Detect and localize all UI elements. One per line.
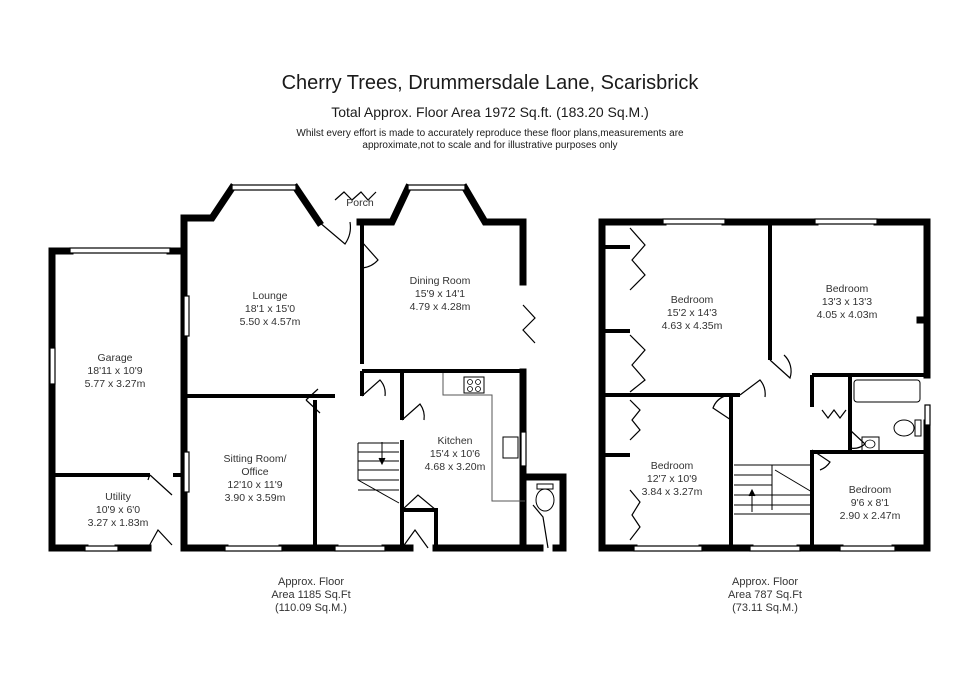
room-bedroom-4: Bedroom 9'6 x 8'1 2.90 x 2.47m bbox=[840, 484, 901, 523]
room-size-metric: 3.90 x 3.59m bbox=[224, 492, 286, 504]
area-line-1: Approx. Floor bbox=[731, 576, 799, 588]
room-size-imperial: 18'11 x 10'9 bbox=[87, 365, 143, 377]
first-floor-plan bbox=[598, 218, 931, 552]
room-name: Lounge bbox=[252, 290, 288, 302]
plan-title: Cherry Trees, Drummersdale Lane, Scarisb… bbox=[281, 72, 699, 94]
disclaimer-line-1: Whilst every effort is made to accuratel… bbox=[296, 128, 684, 139]
room-size-imperial: 12'7 x 10'9 bbox=[646, 473, 698, 485]
room-name: Bedroom bbox=[650, 460, 694, 472]
room-bedroom-2: Bedroom 13'3 x 13'3 4.05 x 4.03m bbox=[817, 283, 878, 322]
room-size-imperial: 15'2 x 14'3 bbox=[666, 307, 718, 319]
room-name: Utility bbox=[105, 491, 131, 503]
ground-floor-area: Approx. Floor Area 1185 Sq.Ft (110.09 Sq… bbox=[271, 576, 350, 615]
room-bedroom-3: Bedroom 12'7 x 10'9 3.84 x 3.27m bbox=[642, 460, 703, 499]
room-size-imperial: 15'4 x 10'6 bbox=[429, 448, 481, 460]
room-size-metric: 4.79 x 4.28m bbox=[409, 301, 471, 313]
room-size-metric: 5.50 x 4.57m bbox=[239, 316, 301, 328]
room-name-line-2: Office bbox=[241, 466, 269, 478]
room-size-imperial: 18'1 x 15'0 bbox=[244, 303, 296, 315]
room-name: Bedroom bbox=[670, 294, 714, 306]
room-kitchen: Kitchen 15'4 x 10'6 4.68 x 3.20m bbox=[425, 435, 486, 474]
total-floor-area: Total Approx. Floor Area 1972 Sq.ft. (18… bbox=[331, 104, 649, 120]
room-name: Bedroom bbox=[848, 484, 892, 496]
disclaimer-line-2: approximate,not to scale and for illustr… bbox=[362, 140, 618, 151]
room-porch: Porch bbox=[346, 197, 373, 210]
room-name: Kitchen bbox=[437, 435, 473, 447]
area-line-3: (73.11 Sq.M.) bbox=[732, 602, 798, 614]
room-name: Porch bbox=[346, 197, 374, 209]
area-line-2: Area 1185 Sq.Ft bbox=[271, 589, 351, 601]
room-size-metric: 4.68 x 3.20m bbox=[424, 461, 486, 473]
first-floor-area: Approx. Floor Area 787 Sq.Ft (73.11 Sq.M… bbox=[728, 576, 802, 615]
room-dining-room: Dining Room 15'9 x 14'1 4.79 x 4.28m bbox=[410, 275, 471, 314]
room-size-metric: 2.90 x 2.47m bbox=[839, 510, 901, 522]
room-name: Sitting Room/ bbox=[223, 453, 287, 465]
ground-floor-plan bbox=[48, 183, 567, 552]
room-size-imperial: 13'3 x 13'3 bbox=[821, 296, 873, 308]
room-size-metric: 3.27 x 1.83m bbox=[87, 517, 149, 529]
area-line-2: Area 787 Sq.Ft bbox=[728, 589, 802, 601]
area-line-3: (110.09 Sq.M.) bbox=[275, 602, 347, 614]
room-utility: Utility 10'9 x 6'0 3.27 x 1.83m bbox=[88, 491, 149, 530]
room-size-metric: 3.84 x 3.27m bbox=[641, 486, 703, 498]
area-line-1: Approx. Floor bbox=[277, 576, 345, 588]
room-size-imperial: 10'9 x 6'0 bbox=[95, 504, 141, 516]
room-size-metric: 4.05 x 4.03m bbox=[816, 309, 878, 321]
disclaimer: Whilst every effort is made to accuratel… bbox=[0, 128, 980, 152]
room-name: Garage bbox=[97, 352, 133, 364]
room-sitting-room-office: Sitting Room/ Office 12'10 x 11'9 3.90 x… bbox=[223, 453, 286, 505]
room-size-metric: 5.77 x 3.27m bbox=[84, 378, 146, 390]
room-bedroom-1: Bedroom 15'2 x 14'3 4.63 x 4.35m bbox=[662, 294, 723, 333]
room-name: Dining Room bbox=[409, 275, 471, 287]
room-size-imperial: 9'6 x 8'1 bbox=[850, 497, 890, 509]
room-size-imperial: 15'9 x 14'1 bbox=[414, 288, 466, 300]
room-lounge: Lounge 18'1 x 15'0 5.50 x 4.57m bbox=[240, 290, 301, 329]
room-name: Bedroom bbox=[825, 283, 869, 295]
room-garage: Garage 18'11 x 10'9 5.77 x 3.27m bbox=[85, 352, 146, 391]
room-size-imperial: 12'10 x 11'9 bbox=[227, 479, 283, 491]
room-size-metric: 4.63 x 4.35m bbox=[661, 320, 723, 332]
